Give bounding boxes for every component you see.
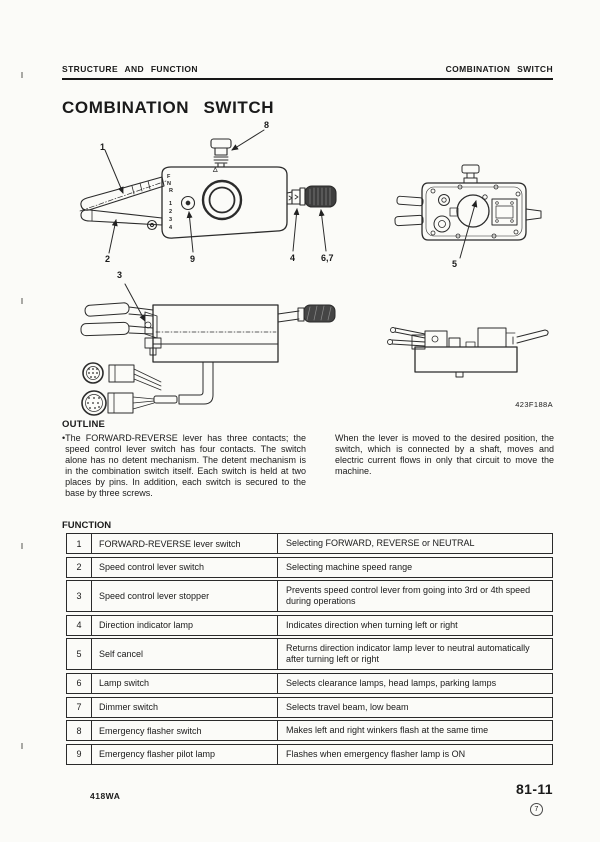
row-item: FORWARD-REVERSE lever switch <box>92 534 278 553</box>
row-number: 3 <box>67 581 92 612</box>
outline-bullet-text: The FORWARD-REVERSE lever has three cont… <box>65 433 306 498</box>
row-number: 4 <box>67 615 92 635</box>
outline-right-paragraph: When the lever is moved to the desired p… <box>335 433 554 476</box>
callout-1: 1 <box>100 142 106 152</box>
row-number: 7 <box>67 697 92 717</box>
gear-mark-r: R <box>169 188 173 194</box>
row-number: 5 <box>67 639 92 670</box>
callout-2: 2 <box>105 254 111 264</box>
gear-mark-n: N <box>167 181 171 187</box>
outline-bullet-item: • The FORWARD-REVERSE lever has three co… <box>62 433 306 498</box>
page-header: STRUCTURE AND FUNCTION COMBINATION SWITC… <box>62 56 553 80</box>
callout-5: 5 <box>452 259 458 269</box>
row-description: Selecting machine speed range <box>286 561 413 572</box>
row-description: Indicates direction when turning left or… <box>286 619 458 630</box>
row-description: Selecting FORWARD, REVERSE or NEUTRAL <box>286 538 475 548</box>
row-number: 1 <box>67 534 92 553</box>
margin-tick <box>21 743 23 749</box>
row-description: Makes left and right winkers flash at th… <box>286 725 489 736</box>
margin-tick <box>21 543 23 549</box>
front-view-figure <box>79 129 337 254</box>
callout-9: 9 <box>190 254 196 264</box>
header-section-label: STRUCTURE AND FUNCTION <box>62 64 198 74</box>
side-view-figure <box>80 283 336 416</box>
gear-mark-f: F <box>167 174 171 180</box>
row-description: Flashes when emergency flasher lamp is O… <box>286 748 466 759</box>
elevation-view-figure <box>387 327 549 378</box>
row-number: 9 <box>67 744 92 764</box>
function-heading: FUNCTION <box>62 520 112 531</box>
circled-page-index: 7 <box>530 803 543 816</box>
top-view-figure <box>394 164 542 259</box>
bullet-glyph: • <box>62 433 66 443</box>
callout-6-7: 6,7 <box>321 253 334 263</box>
speed-mark-4: 4 <box>169 225 173 231</box>
margin-tick <box>21 298 23 304</box>
page-number: 81-11 <box>515 781 553 797</box>
row-item: Lamp switch <box>92 673 278 693</box>
row-description: Selects clearance lamps, head lamps, par… <box>286 677 497 688</box>
speed-mark-1: 1 <box>169 201 173 207</box>
row-description: Selects travel beam, low beam <box>286 701 409 712</box>
row-number: 6 <box>67 673 92 693</box>
row-item: Dimmer switch <box>92 697 278 717</box>
speed-mark-3: 3 <box>169 217 173 223</box>
outline-heading: OUTLINE <box>62 419 106 430</box>
footer-model-code: 418WA <box>90 791 121 801</box>
row-item: Emergency flasher switch <box>92 721 278 741</box>
callout-8: 8 <box>264 120 270 130</box>
speed-mark-2: 2 <box>169 209 173 215</box>
row-description: Returns direction indicator lamp lever t… <box>286 643 530 665</box>
outline-section: OUTLINE • The FORWARD-REVERSE lever has … <box>62 419 554 498</box>
row-number: 2 <box>67 557 92 577</box>
row-description: Prevents speed control lever from going … <box>286 585 531 607</box>
hazard-triangle-icon: △ <box>213 167 218 173</box>
row-item: Speed control lever switch <box>92 557 278 577</box>
callout-4: 4 <box>290 253 296 263</box>
row-item: Self cancel <box>92 639 278 670</box>
margin-tick <box>21 72 23 78</box>
row-item: Direction indicator lamp <box>92 615 278 635</box>
row-number: 8 <box>67 721 92 741</box>
header-topic-label: COMBINATION SWITCH <box>445 64 553 74</box>
figure-code: 423F188A <box>515 400 553 409</box>
callout-3: 3 <box>117 270 123 280</box>
row-item: Emergency flasher pilot lamp <box>92 744 278 764</box>
page-title: COMBINATION SWITCH <box>62 98 275 117</box>
row-item: Speed control lever stopper <box>92 581 278 612</box>
